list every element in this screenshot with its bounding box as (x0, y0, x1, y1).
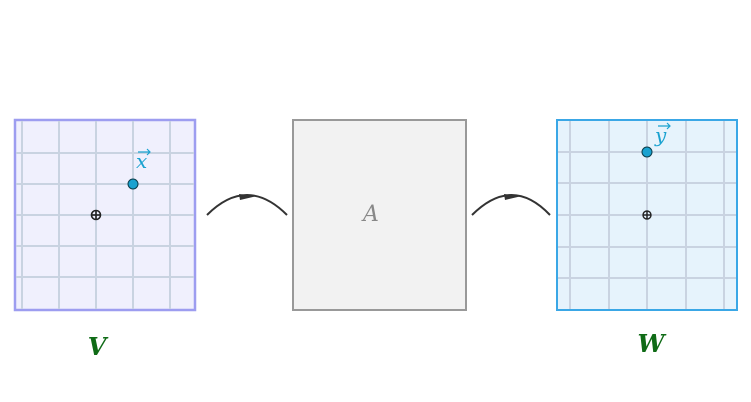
domain-space-label: V (88, 332, 109, 361)
codomain-vector-label: y (654, 123, 667, 147)
domain-space: x V (13, 118, 197, 361)
codomain-vector-point (641, 146, 653, 158)
codomain-space-label: W (638, 329, 667, 358)
codomain-origin-icon (642, 210, 652, 220)
matrix-label: A (361, 202, 379, 227)
map-arrow-in-icon (206, 194, 288, 216)
codomain-space: y W (556, 119, 738, 358)
domain-vector-point (127, 178, 139, 190)
codomain-vector-arrow-icon (658, 122, 671, 130)
domain-grid (16, 121, 194, 309)
matrix-box-group: A (292, 119, 467, 311)
domain-vector-label: x (136, 149, 147, 173)
map-arrow-out-icon (471, 194, 551, 216)
domain-origin-icon (90, 209, 102, 221)
domain-vector-arrow-icon (138, 148, 151, 156)
matrix-box (292, 119, 467, 311)
